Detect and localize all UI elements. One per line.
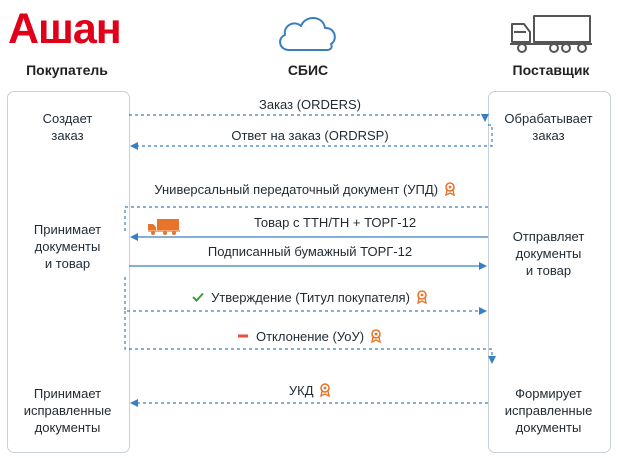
- order-response-arrow: [130, 124, 493, 150]
- buyer-step-create: Создает заказ: [42, 111, 93, 143]
- actor-buyer: Покупатель: [26, 62, 108, 78]
- supplier-lane: [488, 91, 611, 453]
- supplier-step-form-fixed: Формирует исправленные документы: [504, 386, 593, 435]
- msg-order-response: Ответ на заказ (ORDRSP): [231, 128, 389, 143]
- order-arrow: [129, 114, 489, 122]
- seal-icon: [416, 290, 427, 305]
- auchan-logo: Ашан: [8, 5, 122, 53]
- msg-approval: Утверждение (Титул покупателя): [140, 290, 480, 306]
- msg-ukd: УКД: [140, 383, 480, 399]
- msg-rejection: Отклонение (УоУ): [140, 329, 480, 345]
- minus-icon: [238, 334, 249, 338]
- seal-icon: [444, 182, 455, 197]
- small-truck-icon: [148, 219, 180, 235]
- msg-order: Заказ (ORDERS): [259, 97, 361, 112]
- msg-signed-torg: Подписанный бумажный ТОРГ-12: [207, 244, 413, 259]
- upd-line: [124, 206, 488, 233]
- truck-icon: [510, 15, 592, 53]
- buyer-step-accept: Принимает документы и товар: [33, 222, 102, 271]
- actor-supplier: Поставщик: [512, 62, 590, 78]
- logo-text: Ашан: [8, 5, 122, 53]
- seal-icon: [370, 329, 381, 344]
- msg-upd: Универсальный передаточный документ (УПД…: [130, 182, 480, 198]
- actor-sbis: СБИС: [287, 62, 329, 78]
- rejection-arrow: [124, 311, 496, 364]
- buyer-lane: [7, 91, 130, 453]
- supplier-step-send: Отправляет документы и товар: [512, 229, 585, 278]
- buyer-step-accept-fixed: Принимает исправленные документы: [23, 386, 112, 435]
- seal-icon: [320, 383, 331, 398]
- check-icon: [192, 292, 205, 302]
- supplier-step-process: Обрабатывает заказ: [504, 111, 593, 143]
- msg-goods: Товар с ТТН/ТН + ТОРГ-12: [253, 215, 417, 230]
- cloud-icon: [279, 17, 336, 51]
